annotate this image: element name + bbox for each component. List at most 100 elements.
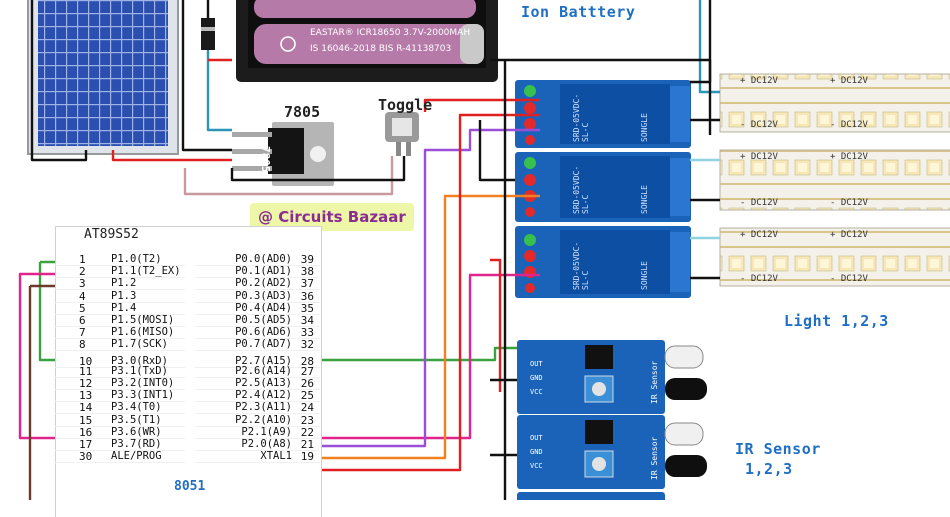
relay-3-print: SRD-05VDC-SL-C [572,241,590,290]
mcu-pin-number: 21 [300,438,314,451]
mcu-pin-row: 7 P1.6(MISO) [55,326,185,340]
mcu-pin-name: P3.2(INT0) [111,377,175,389]
mcu-pin-number: 39 [300,253,314,266]
mcu-pin-name: P0.6(AD6) [235,326,292,339]
ir-2-name: IR Sensor [650,436,659,480]
mcu-pin-number: 14 [79,401,93,415]
mcu-pin-name: P0.7(AD7) [235,338,292,351]
mcu-pin-name: P0.4(AD4) [235,301,292,314]
mcu-pin-name: P3.1(TxD) [111,364,168,377]
strip-2-minus-b: - DC12V [830,198,868,208]
led-strip-1 [719,73,950,133]
mcu-pin-number: 27 [300,364,314,378]
mcu-pin-name: P1.0(T2) [111,253,162,265]
mcu-pin-number: 23 [300,413,314,427]
mcu-pin-name: P0.0(AD0) [235,253,292,265]
strip-3-minus: - DC12V [740,274,778,284]
regulator-print: 7805 [259,146,272,173]
led-strip-2 [719,149,950,211]
mcu-pin-name: P3.6(WR) [111,425,162,438]
mcu-pin-number: 8 [79,338,86,352]
relay-1-print: SRD-05VDC-SL-C [572,93,590,142]
mcu-pin-name: P3.7(RD) [111,438,162,450]
toggle-label: Toggle [378,96,433,114]
mcu-pin-row: 5 P1.4 [55,302,185,315]
diode [201,18,215,50]
relay-2-print: SRD-05VDC-SL-C [572,165,590,214]
mcu-pin-number: 1 [79,253,86,266]
strip-2-minus: - DC12V [740,198,778,208]
mcu-pin-number: 37 [300,277,314,291]
lights-label: Light 1,2,3 [784,312,889,330]
strip-3-minus-b: - DC12V [830,274,868,284]
mcu-pin-number: 19 [300,450,314,464]
mcu-pin-name: P2.0(A8) [241,438,292,450]
mcu-pin-name: P3.5(T1) [111,413,162,426]
mcu-pin-name: P2.3(A11) [235,401,292,414]
strip-1-plus-b: + DC12V [830,76,868,86]
strip-3-plus-b: + DC12V [830,230,868,240]
mcu-pin-row: 8 P1.7(SCK) [55,338,185,352]
mcu-pin-number: 4 [79,289,86,303]
mcu-pin-number: 38 [300,265,314,279]
relay-module-1 [515,80,691,148]
mcu-pin-number: 30 [79,450,93,464]
mcu-pin-number: 26 [300,377,314,390]
ir-1-name: IR Sensor [650,360,659,404]
relay-2-brand: SONGLE [640,185,649,214]
mcu-pin-name: P2.6(A14) [235,364,292,377]
mcu-pin-name: XTAL1 [260,450,292,463]
mcu-pin-name: P3.4(T0) [111,401,162,414]
regulator-label: 7805 [284,103,321,121]
mcu-pin-name: P1.4 [111,301,137,314]
ir-1-gnd: GND [530,374,543,382]
mcu-pin-row: 35 P0.4(AD4) [195,302,320,315]
ir-sensor-3 [517,492,665,500]
relay-module-2 [515,152,691,222]
mcu-pin-number: 35 [300,301,314,315]
mcu-pin-number: 33 [300,326,314,340]
mcu-pin-row: 39 P0.0(AD0) [195,253,320,266]
battery-print-line1: EASTAR® ICR18650 3.7V-2000MAH [310,28,471,38]
mcu-pin-name: P1.7(SCK) [111,338,168,351]
ir-2-out: OUT [530,434,543,442]
mcu-pin-number: 25 [300,389,314,403]
mcu-pin-row: 14 P3.4(T0) [55,401,185,415]
mcu-pin-row: 19 XTAL1 [195,450,320,464]
ir-1-vcc: VCC [530,388,543,396]
mcu-pin-number: 13 [79,389,93,403]
strip-1-plus: + DC12V [740,76,778,86]
mcu-pin-row: 38 P0.1(AD1) [195,265,320,279]
mcu-pin-number: 6 [79,314,86,327]
circuit-diagram [18,0,950,500]
mcu-pin-row: 10 P3.0(RxD) [55,355,185,368]
mcu-name: AT89S52 [84,227,139,242]
mcu-pin-name: P1.1(T2_EX) [111,265,181,278]
ir-2-gnd: GND [530,448,543,456]
mcu-caption: 8051 [174,479,206,494]
voltage-regulator [232,122,334,186]
relay-3-brand: SONGLE [640,261,649,290]
mcu-pin-name: P3.0(RxD) [111,354,168,367]
mcu-pin-number: 16 [79,425,93,439]
mcu-pin-number: 10 [79,354,93,368]
mcu-pin-name: P0.1(AD1) [235,265,292,278]
relay-module-3 [515,226,691,298]
mcu-pin-row: 33 P0.6(AD6) [195,326,320,340]
mcu-pin-number: 11 [79,364,93,378]
ir-sensor-label: IR Sensor [735,440,821,458]
strip-1-minus-b: - DC12V [830,120,868,130]
mcu-pin-number: 5 [79,301,86,315]
mcu-pin-number: 7 [79,326,86,340]
mcu-pin-number: 12 [79,377,93,390]
mcu-pin-name: P1.6(MISO) [111,326,175,339]
mcu-pin-name: ALE/PROG [111,450,162,463]
